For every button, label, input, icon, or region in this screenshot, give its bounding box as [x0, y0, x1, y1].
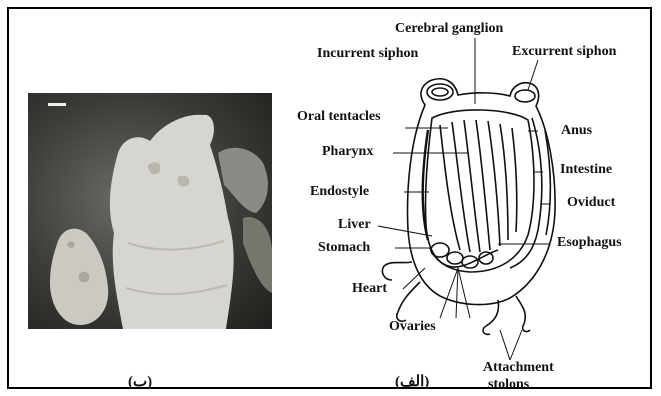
- label-oviduct: Oviduct: [567, 195, 615, 211]
- label-endostyle: Endostyle: [310, 184, 369, 200]
- label-cerebral-ganglion: Cerebral ganglion: [395, 21, 503, 37]
- caption-diagram: (الف): [395, 372, 429, 391]
- label-esophagus: Esophagus: [557, 235, 622, 251]
- label-intestine: Intestine: [560, 162, 612, 178]
- label-attachment: Attachment: [483, 360, 554, 376]
- label-incurrent-siphon: Incurrent siphon: [317, 46, 418, 62]
- label-stolons: stolons: [488, 377, 529, 389]
- label-stomach: Stomach: [318, 240, 370, 256]
- label-heart: Heart: [352, 281, 387, 297]
- label-anus: Anus: [561, 123, 592, 139]
- label-pharynx: Pharynx: [322, 144, 373, 160]
- label-oral-tentacles: Oral tentacles: [297, 109, 381, 125]
- label-ovaries: Ovaries: [389, 319, 436, 335]
- label-excurrent-siphon: Excurrent siphon: [512, 44, 616, 60]
- caption-photo: (ب): [128, 372, 152, 391]
- label-liver: Liver: [338, 217, 371, 233]
